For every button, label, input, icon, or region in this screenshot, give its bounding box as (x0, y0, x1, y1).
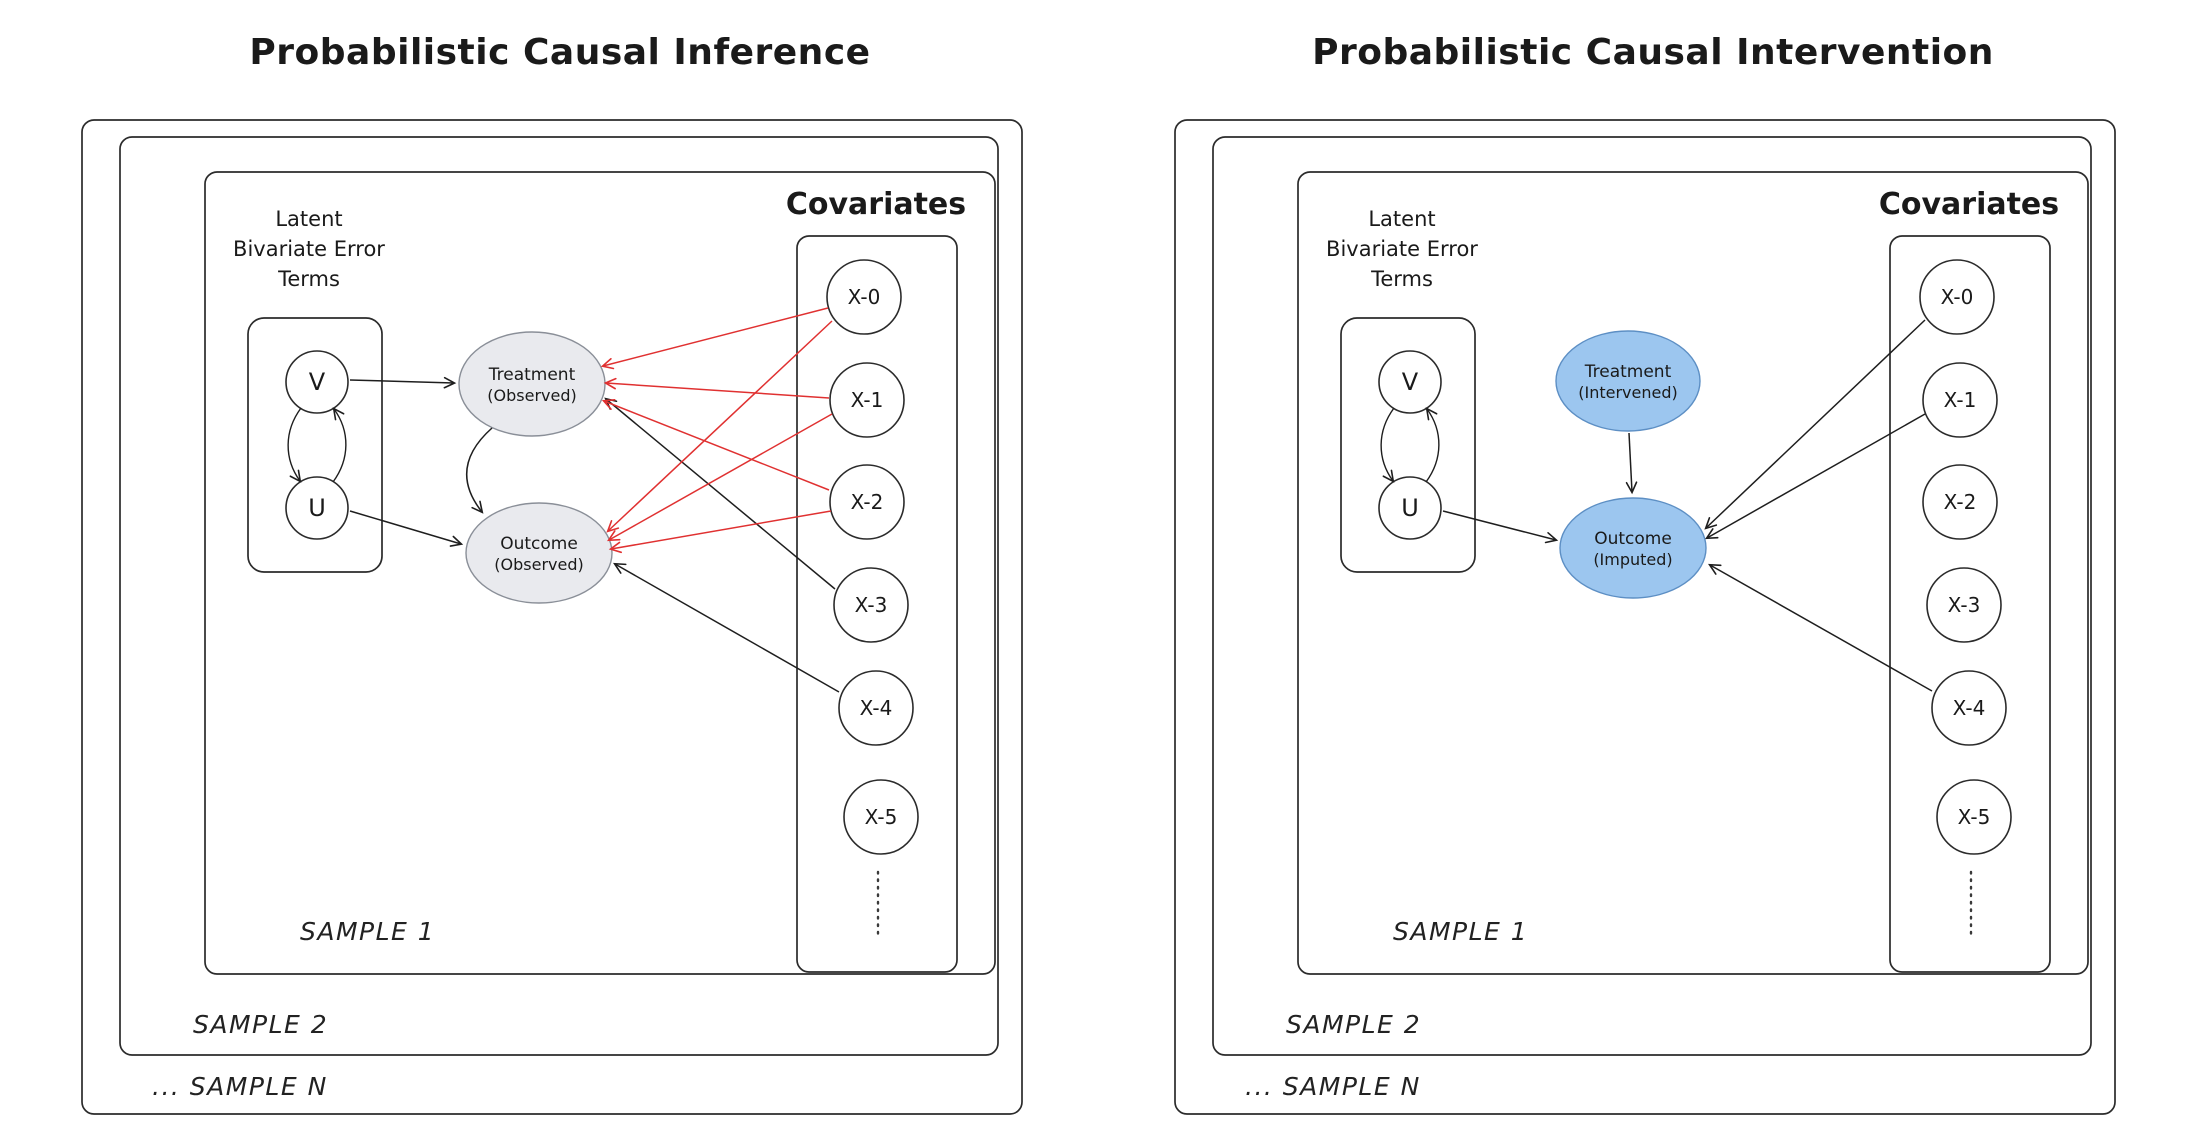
left-latent-label-line3: Terms (277, 267, 340, 291)
right-covariate-x5-label: X-5 (1958, 805, 1991, 829)
left-covariate-x1-label: X-1 (851, 388, 884, 412)
left-edge-x2-outcome (608, 510, 832, 554)
left-covariate-x4 (838, 670, 914, 746)
left-covariate-x5 (843, 779, 919, 855)
right-node-v (1378, 350, 1442, 414)
left-covariates-title: Covariates (786, 187, 966, 222)
right-edge-treatment-outcome (1625, 432, 1638, 495)
right-covariate-x4 (1931, 670, 2007, 746)
left-outcome-sublabel: (Observed) (494, 555, 583, 574)
left-edge-v-u (287, 407, 302, 483)
right-sample-2-label: SAMPLE 2 (1286, 1010, 1421, 1039)
right-covariates-title: Covariates (1879, 187, 2059, 222)
left-node-v-label: V (309, 368, 326, 396)
right-node-v-label: V (1402, 368, 1419, 396)
left-covariate-x0-label: X-0 (848, 285, 881, 309)
right-latent-label-line1: Latent (1368, 207, 1435, 231)
right-covariate-x3-label: X-3 (1948, 593, 1981, 617)
right-edge-x0-outcome (1704, 319, 1926, 530)
right-covariate-x0 (1919, 259, 1995, 335)
right-edge-u-v (1425, 407, 1440, 483)
right-treatment-sublabel: (Intervened) (1578, 383, 1678, 402)
left-edge-x3-treatment (604, 397, 836, 590)
left-edge-x2-treatment (601, 399, 830, 491)
left-covariate-x3-label: X-3 (855, 593, 888, 617)
left-node-u (285, 476, 349, 540)
left-edge-x1-treatment (603, 377, 830, 399)
left-node-u-label: U (308, 494, 326, 522)
right-treatment-node (1555, 330, 1701, 432)
left-latent-label-line2: Bivariate Error (233, 237, 385, 261)
right-edge-u-outcome (1442, 510, 1559, 544)
left-treatment-sublabel: (Observed) (487, 386, 576, 405)
right-covariate-x2-label: X-2 (1944, 490, 1977, 514)
right-panel-title: Probabilistic Causal Intervention (1312, 32, 1994, 73)
left-sample-1-label: SAMPLE 1 (300, 917, 435, 946)
right-covariate-x3 (1926, 567, 2002, 643)
right-covariate-x5 (1936, 779, 2012, 855)
left-covariate-x2 (829, 464, 905, 540)
left-edge-x0-outcome (606, 320, 833, 533)
right-outcome-sublabel: (Imputed) (1593, 550, 1672, 569)
right-edge-v-u (1380, 407, 1395, 483)
left-covariate-x2-label: X-2 (851, 490, 884, 514)
left-edge-u-outcome (349, 510, 464, 547)
left-covariate-x0 (826, 259, 902, 335)
right-node-u-label: U (1401, 494, 1419, 522)
right-sample-1-label: SAMPLE 1 (1393, 917, 1528, 946)
left-covariate-x4-label: X-4 (860, 696, 893, 720)
left-node-v (285, 350, 349, 414)
left-outcome-label: Outcome (500, 534, 578, 554)
right-covariate-x1-label: X-1 (1944, 388, 1977, 412)
left-covariate-x5-label: X-5 (865, 805, 898, 829)
right-treatment-label: Treatment (1584, 362, 1672, 382)
left-edge-x1-outcome (607, 413, 833, 542)
intervention-diagram: Probabilistic Causal Intervention SAMPLE… (1174, 32, 2116, 1115)
left-treatment-label: Treatment (488, 365, 576, 385)
right-edge-x4-outcome (1708, 563, 1933, 692)
right-outcome-label: Outcome (1594, 529, 1672, 549)
right-edge-x1-outcome (1705, 413, 1926, 540)
left-edge-x0-treatment (600, 307, 829, 370)
right-latent-label-line2: Bivariate Error (1326, 237, 1478, 261)
left-latent-label-line1: Latent (275, 207, 342, 231)
left-edge-u-v (332, 407, 347, 483)
right-covariate-x0-label: X-0 (1941, 285, 1974, 309)
right-sample-n-label: ... SAMPLE N (1245, 1072, 1421, 1101)
left-edge-treatment-outcome (465, 427, 493, 514)
left-panel-title: Probabilistic Causal Inference (249, 32, 870, 73)
left-sample-2-label: SAMPLE 2 (193, 1010, 328, 1039)
right-covariate-x1 (1922, 362, 1998, 438)
inference-diagram: Probabilistic Causal Inference SAMPLE 1 … (81, 32, 1023, 1115)
left-covariate-x1 (829, 362, 905, 438)
right-latent-label-line3: Terms (1370, 267, 1433, 291)
right-outcome-node (1559, 497, 1707, 599)
left-edge-v-treatment (349, 376, 457, 389)
right-covariate-x2 (1922, 464, 1998, 540)
left-sample-n-label: ... SAMPLE N (152, 1072, 328, 1101)
left-covariate-x3 (833, 567, 909, 643)
right-node-u (1378, 476, 1442, 540)
left-edge-x4-outcome (613, 562, 840, 693)
right-covariate-x4-label: X-4 (1953, 696, 1986, 720)
